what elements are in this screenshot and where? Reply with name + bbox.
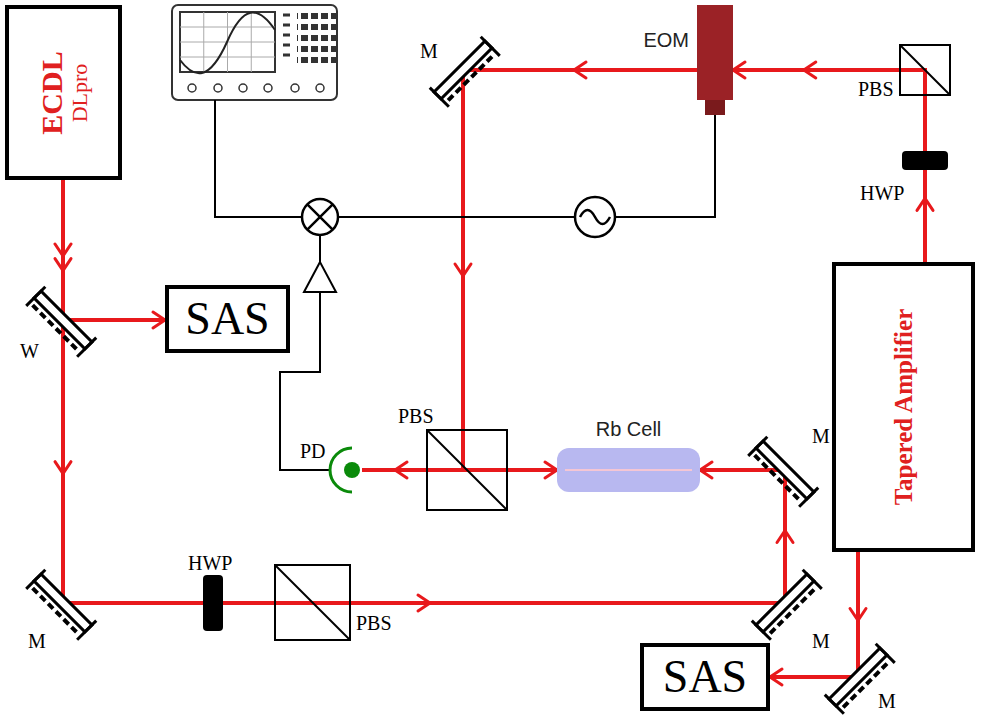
amplifier-symbol: [304, 262, 336, 292]
mirror-symbol: [26, 570, 96, 640]
component-label: M: [812, 630, 830, 652]
beam-arrowhead: [153, 312, 165, 328]
beam-splitter-cube: [900, 45, 950, 95]
laser-beam: [55, 180, 165, 328]
rotated-label: Tapered Amplifier: [890, 309, 918, 506]
laser-box: ECDLDLpro: [5, 5, 122, 180]
photodiode-symbol: [330, 448, 360, 492]
beam-arrowhead: [804, 62, 816, 78]
beam-line: [463, 70, 697, 470]
beam-arrowhead: [700, 462, 712, 478]
beam-in-cell: [565, 469, 692, 471]
device-name: SAS: [663, 652, 747, 703]
component-label: M: [420, 40, 438, 62]
spectroscopy-box: SAS: [165, 285, 290, 353]
spectroscopy-box: SAS: [640, 643, 770, 711]
beam-splitter-cube: [275, 565, 350, 640]
beam-arrowhead: [850, 609, 866, 621]
beam-line: [770, 552, 858, 677]
beam-arrowhead: [733, 62, 745, 78]
beam-arrowhead: [418, 595, 430, 611]
beam-arrowhead: [455, 264, 471, 276]
component-label: PBS: [858, 78, 894, 100]
signal-wires: [215, 100, 715, 470]
beam-arrowhead: [55, 462, 71, 474]
component-label: M: [812, 425, 830, 447]
beam-arrowhead: [55, 259, 71, 271]
beam-line: [733, 70, 925, 262]
beam-splitter-cube: [427, 430, 507, 510]
laser-beam: [55, 180, 793, 611]
device-name: Rb Cell: [557, 418, 700, 440]
probe-beam: [362, 462, 557, 478]
component-label: PD: [300, 440, 326, 462]
amplifier-box: Tapered Amplifier: [832, 262, 975, 552]
component-label: W: [20, 340, 39, 362]
device-name: Tapered Amplifier: [890, 309, 918, 506]
mirror-symbol: [752, 570, 822, 640]
device-name: ECDL: [35, 51, 68, 134]
mirror-symbol: [430, 37, 500, 107]
beam-arrowhead: [777, 531, 793, 543]
beam-arrowhead: [770, 669, 782, 685]
oscilloscope-icon: [172, 5, 337, 100]
mixer-symbol: [302, 199, 338, 235]
oscillator-symbol: [575, 197, 615, 237]
beam-line: [63, 180, 785, 603]
device-name: EOM: [643, 29, 689, 51]
device-model: DLpro: [68, 63, 92, 122]
device-name: SAS: [185, 294, 269, 345]
rotated-label: ECDLDLpro: [35, 51, 92, 134]
component-label: PBS: [356, 612, 392, 634]
beam-line: [63, 180, 165, 320]
modulator-box: EOM: [697, 5, 733, 100]
laser-beam: [455, 62, 697, 478]
mirror-symbol: [748, 437, 818, 507]
component-label: M: [878, 690, 896, 712]
component-label: HWP: [188, 552, 232, 574]
component-label: PBS: [398, 405, 434, 427]
vapor-cell: Rb Cell: [557, 448, 700, 492]
laser-beam: [770, 552, 866, 685]
eom-connector: [705, 100, 725, 115]
beam-arrowhead: [574, 62, 586, 78]
beam-arrowhead: [917, 198, 933, 210]
half-wave-plate: [203, 575, 223, 631]
component-label: HWP: [860, 182, 904, 204]
component-label: M: [28, 630, 46, 652]
half-wave-plate: [902, 151, 948, 170]
